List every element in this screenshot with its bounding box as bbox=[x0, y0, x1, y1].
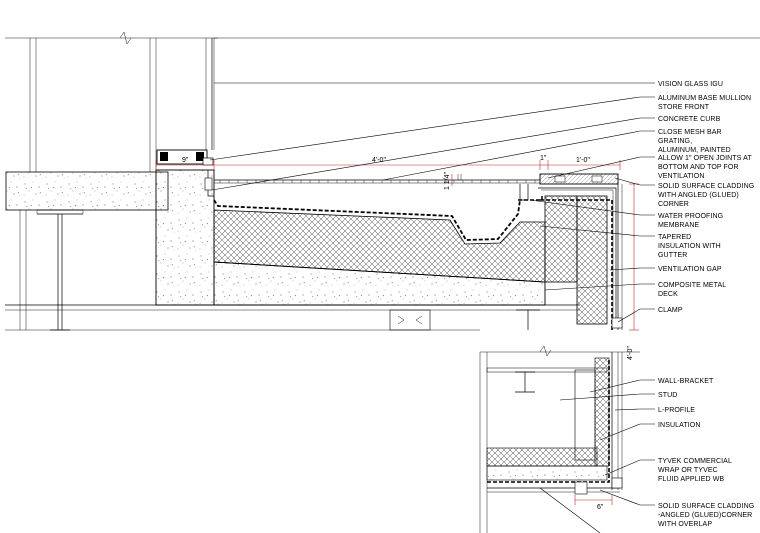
dim-gutter-depth: 1 1/4" bbox=[444, 171, 451, 190]
leader-lines bbox=[209, 82, 655, 533]
callout-grating-line1: CLOSE MESH BAR bbox=[658, 129, 722, 136]
mesh-grating bbox=[214, 174, 540, 201]
callout-deck-line1: COMPOSITE METAL bbox=[658, 282, 726, 289]
left-slab bbox=[5, 171, 169, 211]
dim-joint: 1" bbox=[540, 155, 547, 162]
callout-tapered-line2: INSULATION WITH bbox=[658, 243, 721, 250]
callout-corner-line2: -ANGLED (GLUED)CORNER bbox=[658, 512, 752, 519]
callout-wall-bracket: WALL-BRACKET bbox=[658, 378, 714, 385]
callout-cladding-line3: CORNER bbox=[658, 201, 689, 208]
tapered-insulation bbox=[213, 209, 546, 283]
callouts: VISION GLASS IGU ALUMINUM BASE MULLION S… bbox=[658, 81, 754, 528]
callout-tyvek-line3: FLUID APPLIED WB bbox=[658, 476, 724, 483]
callout-tyvek-line1: TYVEK COMMERCIAL bbox=[658, 458, 732, 465]
lower-wall-detail bbox=[479, 345, 640, 533]
steel-beam-right bbox=[389, 309, 540, 331]
steel-beam-left bbox=[36, 209, 84, 331]
callout-grating-line3: ALUMINUM, PAINTED bbox=[658, 147, 731, 154]
upper-wall-structure bbox=[5, 31, 760, 172]
callout-vision-glass: VISION GLASS IGU bbox=[658, 81, 723, 88]
callout-membrane-line2: MEMBRANE bbox=[658, 222, 699, 229]
concrete-curb bbox=[155, 149, 215, 306]
callout-tapered-line1: TAPERED bbox=[658, 234, 691, 241]
dim-grating-span: 4'-0" bbox=[372, 157, 386, 164]
callout-deck-line2: DECK bbox=[658, 291, 678, 298]
callout-stud: STUD bbox=[658, 392, 677, 399]
callout-mullion-line2: STORE FRONT bbox=[658, 104, 710, 111]
callout-tyvek-line2: WRAP OR TYVEC bbox=[658, 467, 718, 474]
dimension-texts: 9" 4'-0" 1" 1'-0" 1 1/4" 4'-0" 6" bbox=[182, 155, 634, 511]
callout-insulation: INSULATION bbox=[658, 422, 701, 429]
callout-concrete-curb: CONCRETE CURB bbox=[658, 116, 721, 123]
callout-grating-line2: GRATING, bbox=[658, 138, 692, 145]
dim-curb-width: 9" bbox=[182, 157, 189, 164]
dim-cladding-span: 1'-0" bbox=[576, 157, 590, 164]
dimension-lines bbox=[155, 160, 639, 505]
callout-joints-line3: VENTILATION bbox=[658, 173, 704, 180]
callout-ventilation-gap: VENTILATION GAP bbox=[658, 266, 722, 273]
callout-joints-line1: ALLOW 1" OPEN JOINTS AT bbox=[658, 155, 752, 162]
callout-mullion-line1: ALUMINUM BASE MULLION bbox=[658, 95, 751, 102]
callout-corner-line1: SOLID SURFACE CLADDING bbox=[658, 503, 754, 510]
dim-wall-height: 4'-0" bbox=[627, 346, 634, 360]
callout-l-profile: L-PROFILE bbox=[658, 407, 695, 414]
callout-cladding-line2: WITH ANGLED (GLUED) bbox=[658, 192, 739, 199]
callout-cladding-line1: SOLID SURFACE CLADDING bbox=[658, 183, 754, 190]
callout-membrane-line1: WATER PROOFING bbox=[658, 213, 723, 220]
dim-overlap: 6" bbox=[597, 504, 604, 511]
callout-tapered-line3: GUTTER bbox=[658, 252, 687, 259]
callout-joints-line2: BOTTOM AND TOP FOR bbox=[658, 164, 739, 171]
callout-corner-line3: WITH OVERLAP bbox=[658, 521, 712, 528]
callout-clamp: CLAMP bbox=[658, 307, 683, 314]
cladding-assembly bbox=[538, 173, 623, 330]
